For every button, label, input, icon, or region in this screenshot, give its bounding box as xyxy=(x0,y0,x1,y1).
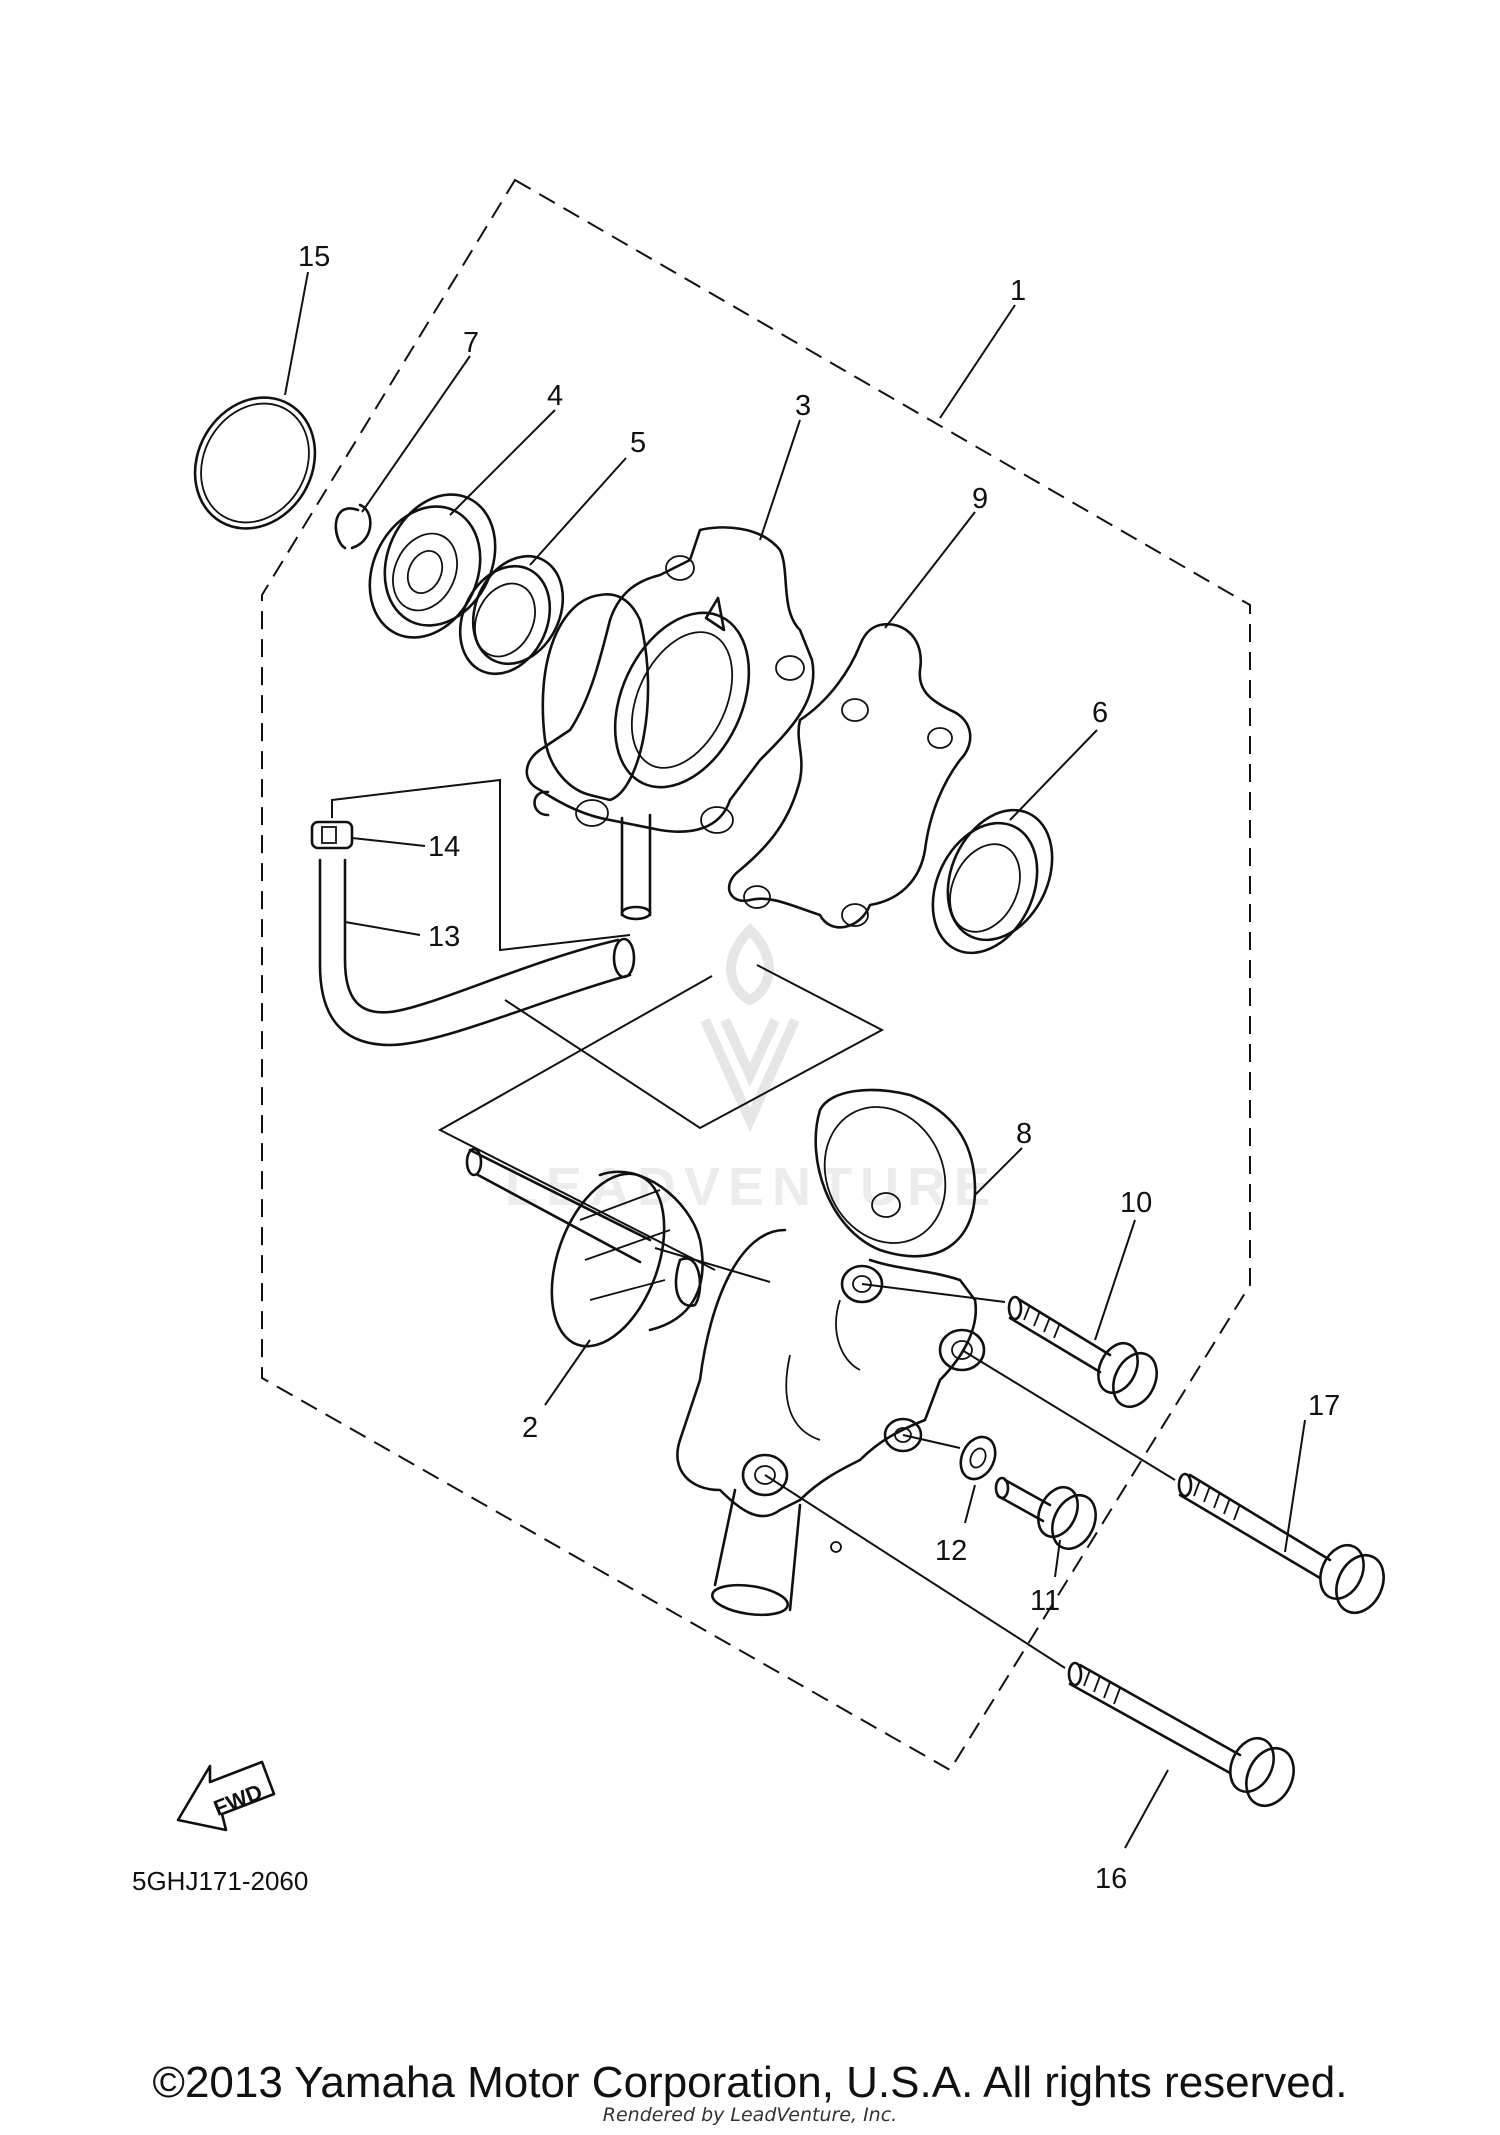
hose-bracket xyxy=(331,778,631,952)
bolt-part-10 xyxy=(1007,1295,1158,1409)
assembly-boundary xyxy=(261,178,1251,1772)
bolt-part-16 xyxy=(1067,1661,1295,1808)
callout-2: 2 xyxy=(522,1412,538,1444)
bolt-centerline-17 xyxy=(961,1349,1176,1481)
bolt-centerline-16 xyxy=(764,1474,1066,1669)
rendered-by-credit: Rendered by LeadVenture, Inc. xyxy=(602,2104,898,2126)
callout-5: 5 xyxy=(630,427,646,459)
callout-7: 7 xyxy=(463,327,479,359)
callout-9: 9 xyxy=(972,483,988,515)
fwd-arrow-icon: FWD xyxy=(176,1760,276,1832)
hose-end xyxy=(612,937,636,979)
callout-17: 17 xyxy=(1308,1390,1340,1422)
callout-8: 8 xyxy=(1016,1118,1032,1150)
gasket-part-9 xyxy=(727,622,972,929)
bolt-centerline-12 xyxy=(902,1434,961,1449)
circlip-part-7 xyxy=(334,503,372,550)
sub-assembly-bracket-upper xyxy=(504,964,885,1130)
callout-16: 16 xyxy=(1095,1863,1127,1895)
bolt-centerline-10 xyxy=(861,1283,1006,1303)
shaft-centerline xyxy=(654,1247,771,1283)
gasket-bolt-holes xyxy=(743,698,953,927)
callout-6: 6 xyxy=(1092,697,1108,729)
leader-lines xyxy=(284,271,1306,1849)
callout-14: 14 xyxy=(428,831,460,863)
impeller-part-2 xyxy=(465,1147,704,1348)
pump-housing-part-3 xyxy=(525,526,815,921)
seal-part-6 xyxy=(931,808,1054,955)
callout-13: 13 xyxy=(428,921,460,953)
o-ring-part-15-inner xyxy=(200,402,310,524)
watermark-logo: LEADVENTURE xyxy=(505,922,990,1217)
oil-seal-part-5 xyxy=(458,554,565,676)
fwd-label: FWD xyxy=(210,1779,266,1821)
callout-labels: 15 1 7 4 3 5 9 6 14 13 8 10 2 17 12 11 1… xyxy=(298,241,1340,1895)
hose-clamp-part-14 xyxy=(310,820,354,850)
sub-assembly-bracket-lower xyxy=(437,975,716,1271)
bolt-part-17 xyxy=(1177,1472,1385,1615)
bolt-part-11 xyxy=(994,1476,1097,1551)
callout-12: 12 xyxy=(935,1535,967,1567)
pump-body-part-8 xyxy=(676,1088,986,1617)
copyright-notice: ©2013 Yamaha Motor Corporation, U.S.A. A… xyxy=(152,2058,1348,2107)
callout-4: 4 xyxy=(547,380,563,412)
callout-15: 15 xyxy=(298,241,330,273)
callout-10: 10 xyxy=(1120,1187,1152,1219)
callout-3: 3 xyxy=(795,390,811,422)
callout-1: 1 xyxy=(1010,275,1026,307)
diagram-code: 5GHJ171-2060 xyxy=(132,1866,308,1896)
washer-part-12 xyxy=(959,1435,997,1481)
o-ring-part-15 xyxy=(193,396,317,530)
hose-part-13 xyxy=(318,858,632,1047)
callout-11: 11 xyxy=(1030,1585,1060,1617)
bearing-part-4 xyxy=(368,493,497,639)
